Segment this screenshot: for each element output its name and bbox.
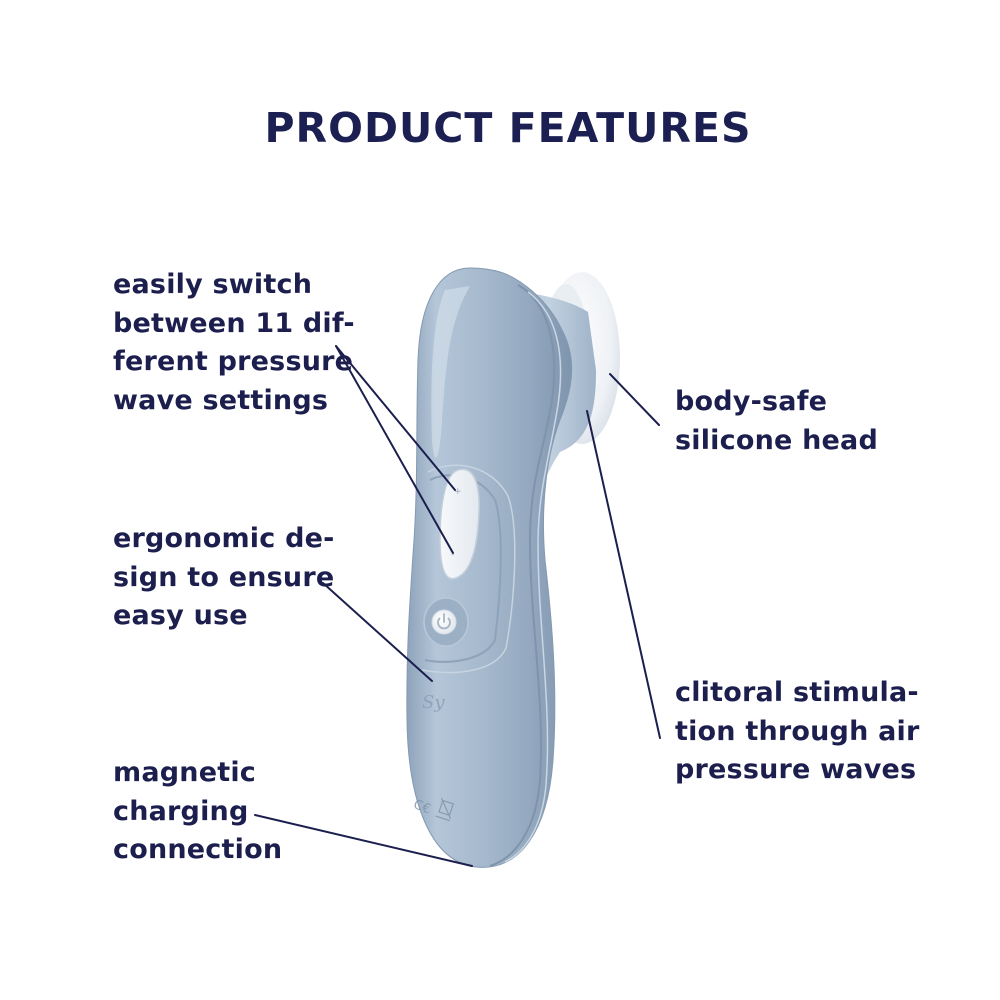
- plus-button[interactable]: +: [454, 487, 462, 497]
- callout-line-silicone: [609, 373, 660, 426]
- callout-line-magnetic: [254, 814, 473, 867]
- callout-line-minus: [335, 345, 454, 554]
- ce-mark-icon: C€: [411, 797, 432, 817]
- callout-line-plus: [335, 345, 456, 491]
- callout-line-air: [586, 410, 661, 739]
- callout-line-ergonomic: [322, 582, 433, 682]
- pressure-control-panel[interactable]: + -: [439, 468, 480, 580]
- device-seam: [489, 284, 556, 867]
- regulatory-marks: C€: [411, 797, 454, 822]
- brand-logo-mark: Sy: [422, 692, 445, 713]
- callout-lines: [254, 345, 661, 867]
- weee-bin-icon: [435, 797, 454, 822]
- power-icon: [437, 613, 451, 630]
- page-title: PRODUCT FEATURES: [264, 104, 752, 152]
- device-body: [406, 267, 573, 868]
- feature-label-air-pressure: clitoral stimula- tion through air press…: [675, 677, 920, 785]
- feature-label-silicone-head: body-safe silicone head: [675, 386, 879, 456]
- minus-button[interactable]: -: [451, 550, 454, 560]
- feature-label-magnetic-charging: magnetic charging connection: [113, 757, 283, 865]
- power-button[interactable]: [423, 597, 469, 647]
- feature-label-pressure-settings: easily switch between 11 dif- ferent pre…: [113, 269, 355, 416]
- feature-label-ergonomic-design: ergonomic de- sign to ensure easy use: [113, 523, 335, 631]
